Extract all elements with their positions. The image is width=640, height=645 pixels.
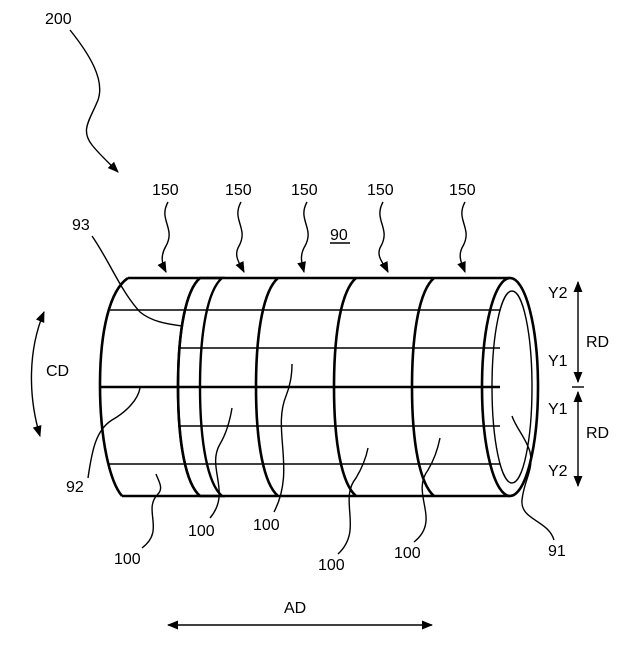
cd-label: CD: [46, 363, 69, 380]
figure-leader: [70, 30, 118, 172]
segment-label-5: 100: [394, 545, 421, 562]
ring-label-1: 150: [152, 182, 179, 199]
segment-label-1: 100: [114, 551, 141, 568]
y-label-3: Y1: [548, 401, 568, 418]
y-label-4: Y2: [548, 463, 568, 480]
segment-leader-1: [142, 474, 161, 548]
ring-label-2: 150: [225, 182, 252, 199]
body-label: 90: [330, 227, 348, 244]
ring-label-4: 150: [367, 182, 394, 199]
ad-label: AD: [284, 600, 306, 617]
ring-label-5: 150: [449, 182, 476, 199]
segment-leader-2: [210, 408, 232, 518]
segment-label-2: 100: [188, 523, 215, 540]
ring-label-3: 150: [291, 182, 318, 199]
figure-label: 200: [45, 11, 72, 28]
seam-label-93: 93: [72, 217, 90, 234]
ring-labels: 150 150 150 150 150: [152, 182, 476, 272]
seam-leader-93: [92, 236, 182, 326]
rd-label-upper: RD: [586, 334, 609, 351]
segment-labels: 100 100 100 100 100: [114, 364, 440, 574]
ring-leader-3: [301, 202, 308, 272]
y-label-1: Y2: [548, 285, 568, 302]
rd-label-lower: RD: [586, 425, 609, 442]
ring-leader-1: [162, 202, 169, 272]
segment-label-3: 100: [253, 517, 280, 534]
cd-arrow: [31, 312, 44, 436]
ring-leader-4: [379, 202, 388, 272]
ring-leader-5: [460, 202, 466, 272]
segment-label-4: 100: [318, 557, 345, 574]
y-label-2: Y1: [548, 353, 568, 370]
seam-label-92: 92: [66, 479, 84, 496]
ring-leader-2: [237, 202, 244, 272]
inner-label-91: 91: [548, 543, 566, 560]
